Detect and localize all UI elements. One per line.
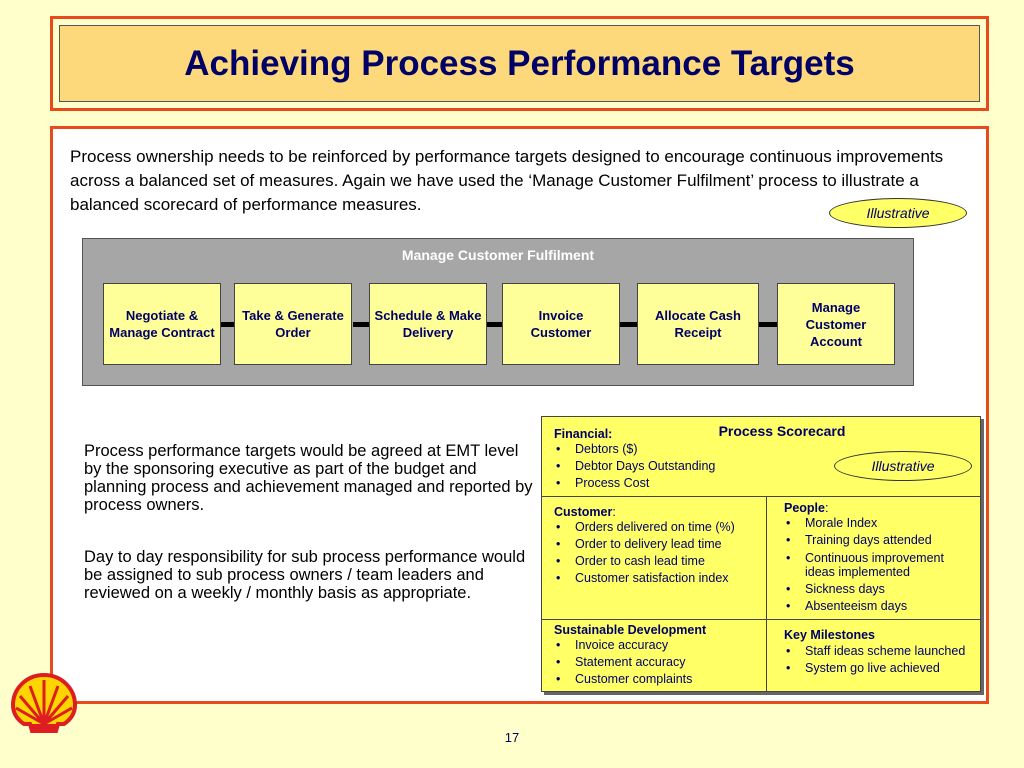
scorecard-illustrative-badge: Illustrative (834, 451, 972, 481)
paragraph-responsibility: Day to day responsibility for sub proces… (84, 548, 526, 602)
list-item: Debtors ($) (554, 441, 834, 458)
scorecard-milestones: Key Milestones Staff ideas scheme launch… (784, 628, 974, 677)
list-item: Sickness days (784, 581, 974, 598)
list-item: Absenteeism days (784, 598, 974, 615)
intro-text: Process ownership needs to be reinforced… (70, 147, 944, 214)
list-item: Statement accuracy (554, 654, 762, 671)
list-item: Training days attended (784, 532, 974, 549)
title-box: Achieving Process Performance Targets (59, 25, 980, 102)
list-item: Process Cost (554, 475, 834, 492)
milestones-heading: Key Milestones (784, 628, 876, 642)
list-item: Debtor Days Outstanding (554, 458, 834, 475)
list-item: Continuous improvement ideas implemented (784, 551, 974, 579)
page-number: 17 (504, 730, 520, 745)
process-band: Manage Customer Fulfilment Negotiate & M… (82, 238, 914, 386)
process-step: Invoice Customer (502, 283, 620, 365)
list-item: Staff ideas scheme launched (784, 644, 974, 658)
list-item: Morale Index (784, 515, 974, 532)
step-connector (759, 322, 777, 327)
step-connector (487, 322, 502, 327)
scorecard-divider (542, 619, 980, 620)
scorecard-financial: Financial: Debtors ($) Debtor Days Outst… (554, 427, 834, 492)
sustainable-heading: Sustainable Development (554, 623, 707, 637)
process-step: Take & Generate Order (234, 283, 352, 365)
scorecard-title: Process Scorecard (718, 423, 846, 439)
scorecard-divider (542, 496, 980, 497)
customer-heading: Customer (554, 505, 613, 519)
process-step: Negotiate & Manage Contract (103, 283, 221, 365)
process-scorecard: Process Scorecard Illustrative Financial… (541, 416, 981, 692)
scorecard-customer: Customer: Orders delivered on time (%) O… (554, 505, 762, 587)
page-title: Achieving Process Performance Targets (184, 43, 855, 83)
process-step: Manage Customer Account (777, 283, 895, 365)
process-step: Allocate Cash Receipt (637, 283, 759, 365)
paragraph-targets: Process performance targets would be agr… (84, 442, 533, 514)
list-item: Customer satisfaction index (554, 570, 762, 587)
scorecard-divider (766, 496, 767, 691)
list-item: Orders delivered on time (%) (554, 519, 762, 536)
list-item: Invoice accuracy (554, 637, 762, 654)
people-heading: People (784, 501, 825, 515)
illustrative-badge: Illustrative (829, 198, 967, 228)
illustrative-badge-label: Illustrative (866, 205, 930, 221)
content-frame: Process ownership needs to be reinforced… (50, 126, 989, 704)
financial-heading: Financial: (554, 427, 613, 441)
list-item: System go live achieved (784, 660, 974, 677)
list-item: Order to cash lead time (554, 553, 762, 570)
step-connector (353, 322, 370, 327)
title-frame: Achieving Process Performance Targets (50, 16, 989, 111)
step-connector (220, 322, 234, 327)
process-step: Schedule & Make Delivery (369, 283, 487, 365)
process-title: Manage Customer Fulfilment (401, 247, 595, 263)
step-connector (620, 322, 637, 327)
list-item: Order to delivery lead time (554, 536, 762, 553)
scorecard-sustainable: Sustainable Development Invoice accuracy… (554, 623, 762, 688)
list-item: Customer complaints (554, 671, 762, 688)
scorecard-people: People: Morale Index Training days atten… (784, 501, 974, 615)
shell-logo-icon (10, 672, 78, 733)
